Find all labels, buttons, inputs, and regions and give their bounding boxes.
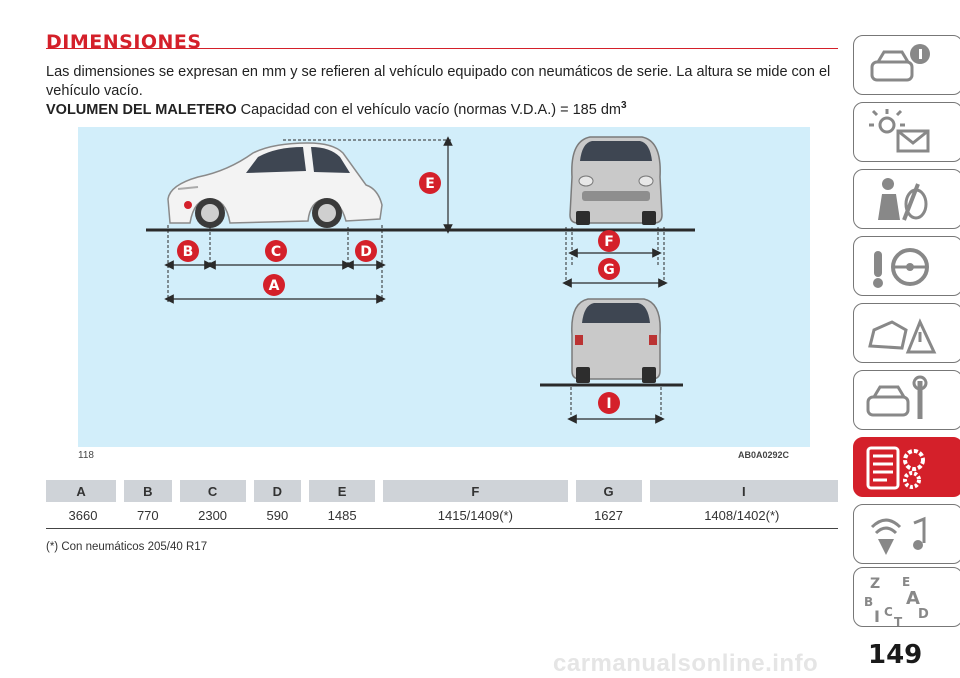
table-header: D [245,480,306,502]
svg-text:Z: Z [870,576,880,592]
table-header: C [171,480,250,502]
page-title: DIMENSIONES [46,31,202,53]
tab-seatbelt-airbag[interactable] [853,169,960,229]
table-header: I [641,480,838,502]
table-cell: 770 [120,502,176,529]
watermark: carmanualsonline.info [553,650,819,677]
table-header: F [375,480,572,502]
car-accident-icon [868,318,937,354]
page-number: 149 [868,640,923,670]
svg-text:B: B [864,595,873,609]
maintenance-icon [866,375,928,419]
trunk-volume-line: VOLUMEN DEL MALETERO Capacidad con el ve… [46,100,627,118]
table-cell: 1415/1409(*) [379,502,572,529]
svg-text:E: E [902,575,910,589]
tab-technical-data[interactable] [853,437,960,497]
car-side-view [167,142,383,228]
dimensions-drawing: B C D A E F G I [146,136,695,424]
svg-text:F: F [604,234,614,250]
trunk-volume-label: VOLUMEN DEL MALETERO [46,101,237,118]
steering-wheel-icon [873,248,929,288]
callout-f: F [598,230,620,252]
table-header: E [301,480,380,502]
callout-e: E [419,172,441,194]
tab-steering-wheel[interactable] [853,236,960,296]
svg-text:A: A [269,278,280,294]
warning-lights-icon [869,109,930,153]
table-header: A [46,480,121,502]
intro-text: Las dimensiones se expresan en mm y se r… [46,64,831,99]
figure-code: AB0A0292C [738,450,790,460]
table-footnote: (*) Con neumáticos 205/40 R17 [46,541,208,553]
svg-text:I: I [606,396,611,412]
svg-text:D: D [918,607,929,622]
table-row: 3660 770 2300 590 1485 1415/1409(*) 1627… [46,502,838,529]
car-front-view [569,136,663,225]
tab-warning-lights[interactable] [853,102,960,162]
trunk-volume-text: Capacidad con el vehículo vacío (normas … [236,101,621,118]
svg-text:C: C [884,605,893,619]
figure-number: 118 [78,450,94,461]
tab-car-info[interactable] [853,35,960,95]
svg-text:T: T [894,615,903,628]
title-rule [46,48,838,49]
svg-text:D: D [360,244,372,260]
technical-data-icon [866,446,925,490]
tab-car-accident[interactable] [853,303,960,363]
table-cell: 2300 [175,502,250,529]
car-info-icon [870,44,930,82]
svg-text:I: I [874,607,880,626]
table-cell: 1408/1402(*) [645,502,838,529]
callout-d: D [355,240,377,262]
svg-text:A: A [906,588,920,609]
table-cell: 1485 [305,502,380,529]
callout-i: I [598,392,620,414]
table-header-row: A B C D E F G I [46,480,838,502]
table-cell: 1627 [571,502,646,529]
table-cell: 3660 [46,502,121,529]
dimensions-table: A B C D E F G I 3660 770 2300 590 1485 1… [46,480,838,529]
tab-maintenance[interactable] [853,370,960,430]
table-header: G [567,480,646,502]
dimensions-figure: B C D A E F G I [78,127,810,447]
callout-a: A [263,274,285,296]
callout-b: B [177,240,199,262]
table-header: B [116,480,176,502]
trunk-volume-unit-sup: 3 [620,100,627,111]
svg-text:G: G [603,262,615,278]
table-cell: 590 [249,502,306,529]
tab-multimedia[interactable] [853,504,960,564]
svg-text:B: B [183,244,194,260]
seatbelt-airbag-icon [878,178,928,221]
svg-text:E: E [425,176,435,192]
multimedia-icon [870,516,926,555]
callout-g: G [598,258,620,280]
car-rear-view [571,298,661,383]
callout-c: C [265,240,287,262]
svg-text:C: C [271,244,281,260]
